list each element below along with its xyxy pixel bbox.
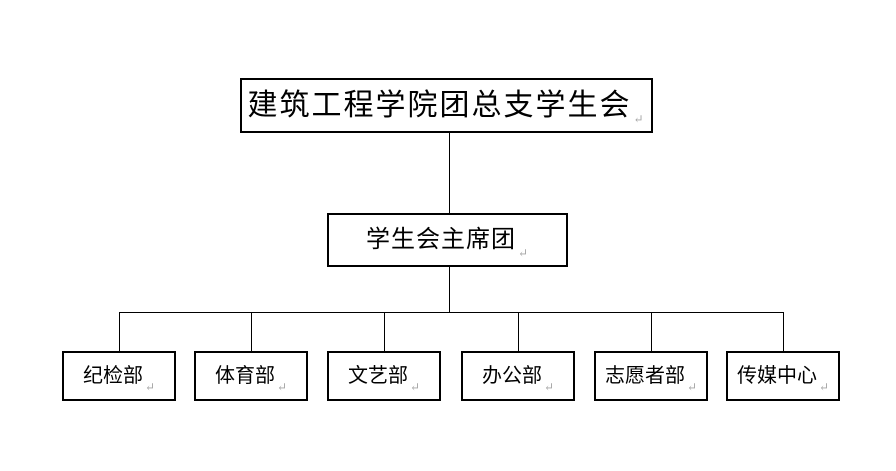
paragraph-return-mark: ↵ bbox=[543, 380, 555, 394]
org-node-dept: 传媒中心 ↵ bbox=[726, 351, 840, 401]
org-node-presidium-label: 学生会主席团 bbox=[365, 227, 516, 253]
org-node-root: 建筑工程学院团总支学生会 ↵ bbox=[240, 78, 653, 133]
org-node-dept: 体育部 ↵ bbox=[194, 351, 308, 401]
connector-drop-wenyibu bbox=[384, 312, 385, 351]
paragraph-return-mark: ↵ bbox=[276, 380, 288, 394]
paragraph-return-mark: ↵ bbox=[633, 112, 646, 126]
org-node-dept-label: 办公部 bbox=[481, 365, 542, 387]
connector-drop-jijianbu bbox=[119, 312, 120, 351]
org-node-dept-label: 志愿者部 bbox=[604, 365, 685, 387]
paragraph-return-mark: ↵ bbox=[409, 380, 421, 394]
connector-root-presidium bbox=[449, 131, 450, 213]
connector-rail bbox=[119, 312, 784, 313]
org-node-dept: 办公部 ↵ bbox=[461, 351, 575, 401]
paragraph-return-mark: ↵ bbox=[144, 380, 156, 394]
org-node-dept: 文艺部 ↵ bbox=[327, 351, 441, 401]
org-node-presidium: 学生会主席团 ↵ bbox=[327, 213, 568, 267]
org-node-dept-label: 文艺部 bbox=[347, 365, 408, 387]
connector-drop-zhiyuanzhebu bbox=[651, 312, 652, 351]
paragraph-return-mark: ↵ bbox=[517, 246, 530, 260]
org-node-dept-label: 纪检部 bbox=[82, 365, 143, 387]
org-node-root-label: 建筑工程学院团总支学生会 bbox=[247, 88, 632, 122]
org-node-dept: 志愿者部 ↵ bbox=[594, 351, 708, 401]
paragraph-return-mark: ↵ bbox=[818, 380, 830, 394]
connector-drop-chuanmeizhongxin bbox=[783, 312, 784, 351]
connector-drop-tiyubu bbox=[251, 312, 252, 351]
paragraph-return-mark: ↵ bbox=[686, 380, 698, 394]
org-node-dept: 纪检部 ↵ bbox=[62, 351, 176, 401]
connector-drop-bangongbu bbox=[518, 312, 519, 351]
org-node-dept-label: 体育部 bbox=[214, 365, 275, 387]
org-node-dept-label: 传媒中心 bbox=[736, 365, 817, 387]
connector-presidium-rail bbox=[449, 267, 450, 312]
